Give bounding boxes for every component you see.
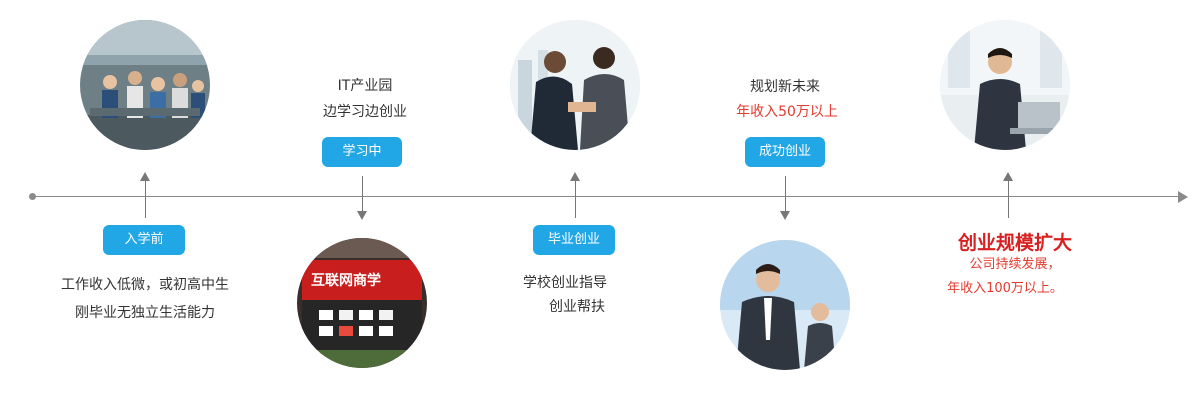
stage-badge-success: 成功创业 — [745, 137, 825, 167]
connector-line — [1008, 180, 1009, 218]
handshake-photo — [510, 20, 640, 150]
arrow-up-icon — [570, 172, 580, 181]
arrow-down-icon — [357, 211, 367, 220]
timeline-start-dot — [29, 193, 36, 200]
stage-badge-before-school: 入学前 — [103, 225, 185, 255]
businessmen-photo — [720, 240, 850, 370]
timeline-arrow-head — [1178, 191, 1188, 203]
connector-line — [575, 180, 576, 218]
stage-desc-line: 创业帮扶 — [549, 299, 605, 315]
storefront-photo: 互联网商学 — [297, 238, 427, 368]
arrow-up-icon — [1003, 172, 1013, 181]
connector-line — [785, 176, 786, 212]
stage-highlight-line: 年收入50万以上 — [736, 104, 838, 120]
stage-badge-studying: 学习中 — [322, 137, 402, 167]
arrow-up-icon — [140, 172, 150, 181]
connector-line — [145, 180, 146, 218]
stage-desc-line: 刚毕业无独立生活能力 — [75, 305, 215, 321]
connector-line — [362, 176, 363, 212]
stage-desc-line: 学校创业指导 — [523, 275, 607, 291]
stage-highlight-line: 年收入100万以上。 — [947, 281, 1063, 296]
storefront-sign-text: 互联网商学 — [311, 273, 381, 289]
timeline-axis — [32, 196, 1180, 197]
stage-desc-line: 工作收入低微，或初高中生 — [61, 277, 229, 293]
stage-title-scale-up: 创业规模扩大 — [958, 232, 1073, 254]
stage-desc-line: 规划新未来 — [750, 79, 820, 95]
factory-workers-photo — [80, 20, 210, 150]
stage-highlight-line: 公司持续发展， — [969, 257, 1061, 272]
stage-badge-graduate-startup: 毕业创业 — [533, 225, 615, 255]
office-laptop-photo — [940, 20, 1070, 150]
stage-desc-line: 边学习边创业 — [323, 104, 407, 120]
arrow-down-icon — [780, 211, 790, 220]
stage-desc-line: IT产业园 — [337, 78, 393, 94]
